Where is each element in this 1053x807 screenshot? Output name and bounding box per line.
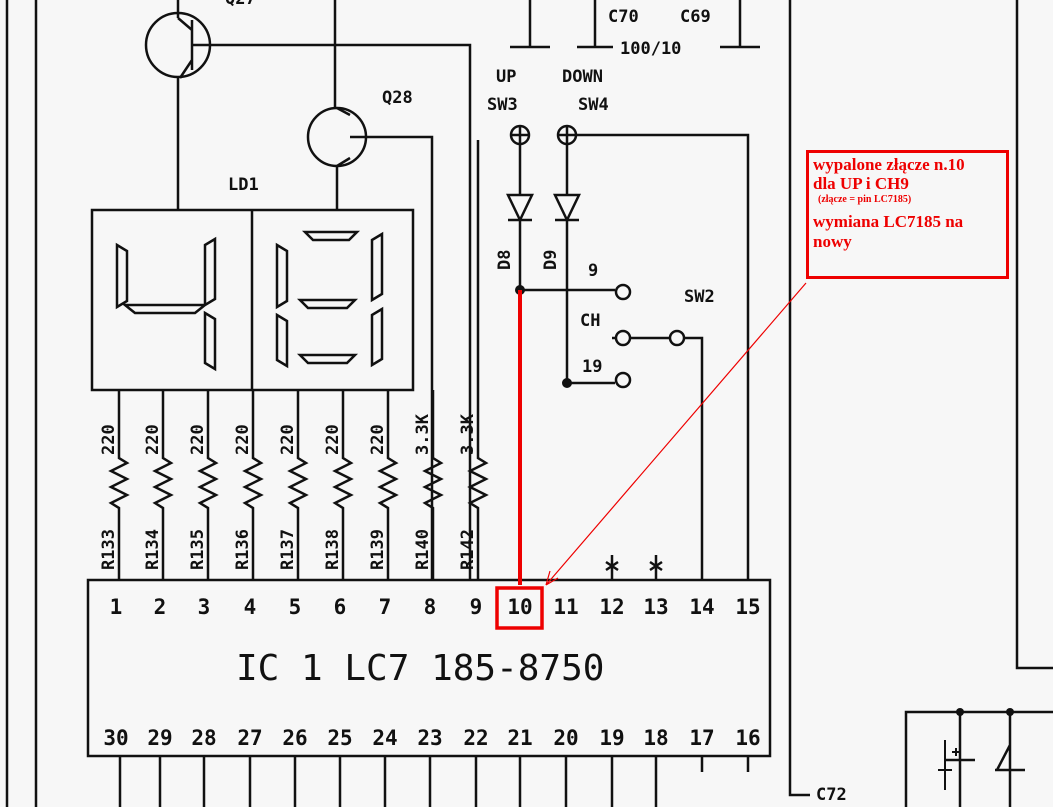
resistor-value: 220 <box>143 424 163 455</box>
resistor: 3.3K R140 <box>413 390 444 580</box>
sw4-label: SW4 <box>578 95 609 115</box>
ic-pin-label: 20 <box>553 726 578 750</box>
pin10-highlight-box <box>495 586 544 630</box>
ch9-label: 9 <box>588 261 598 281</box>
resistor-name: R142 <box>458 529 478 570</box>
resistor-name: R136 <box>233 529 253 570</box>
ic-pin-label: 10 <box>507 595 532 619</box>
up-label: UP <box>496 67 516 87</box>
ic-bottom-pins: 30 29 28 27 26 25 24 23 22 21 20 19 18 17 16 <box>103 726 760 750</box>
ic-pin-label: 8 <box>424 595 437 619</box>
resistor-symbol <box>152 390 174 580</box>
resistor-value: 220 <box>323 424 343 455</box>
resistor-value: 3.3K <box>458 413 478 455</box>
resistor-value: 220 <box>233 424 253 455</box>
resistor-array: 220R133220R134220R135220R136220R137220R1… <box>99 140 489 580</box>
sw2-label: SW2 <box>684 287 715 307</box>
q27-label: Q27 <box>225 0 256 9</box>
annotation-line-1: wypalone złącze n.10 <box>813 155 965 174</box>
resistor-value: 220 <box>99 424 119 455</box>
resistor-symbol <box>422 390 444 580</box>
ic-pin-label: 28 <box>191 726 216 750</box>
ic-pin-label: 26 <box>282 726 307 750</box>
resistor-symbol <box>108 390 130 580</box>
sw3-label: SW3 <box>487 95 518 115</box>
ic-pin-label: 23 <box>417 726 442 750</box>
ic-pin-label: 3 <box>198 595 211 619</box>
cap-value-label: 100/10 <box>620 39 681 59</box>
ic-pin-label: 22 <box>463 726 488 750</box>
d8-label: D8 <box>495 250 515 270</box>
wires <box>5 0 1053 807</box>
ic-pin-label: 12 <box>599 595 624 619</box>
annotation-line-4: wymiana LC7185 na <box>813 212 964 231</box>
ic-pin-label: 6 <box>334 595 347 619</box>
ld1-label: LD1 <box>228 175 259 195</box>
d9-label: D9 <box>541 250 561 270</box>
resistor-name: R133 <box>99 529 119 570</box>
resistor-value: 220 <box>278 424 298 455</box>
ic-pin-label: 30 <box>103 726 128 750</box>
annotation-box: wypalone złącze n.10 dla UP i CH9 (złącz… <box>806 150 1009 279</box>
resistor-name: R140 <box>413 529 433 570</box>
q28-label: Q28 <box>382 88 413 108</box>
ch19-label: 19 <box>582 357 602 377</box>
ic-pin-label: 9 <box>470 595 483 619</box>
ic-pin-label: 15 <box>735 595 760 619</box>
resistor-symbol <box>287 390 309 580</box>
c69-label: C69 <box>680 7 711 27</box>
ic-pin-label: 11 <box>553 595 578 619</box>
resistor-value: 220 <box>188 424 208 455</box>
ic-pin-label: 18 <box>643 726 668 750</box>
down-label: DOWN <box>562 67 603 87</box>
resistor-value: 220 <box>368 424 388 455</box>
resistor-symbol <box>242 390 264 580</box>
ic-pin-label: 19 <box>599 726 624 750</box>
c70-label: C70 <box>608 7 639 27</box>
annotation-line-2: dla UP i CH9 <box>813 174 909 193</box>
ic-pin-label: 27 <box>237 726 262 750</box>
ic-pin-label: 24 <box>372 726 397 750</box>
annotation-arrow <box>545 282 807 586</box>
resistor-symbol <box>332 390 354 580</box>
ic-pin-label: 14 <box>689 595 714 619</box>
ic-pin-label: 16 <box>735 726 760 750</box>
resistor-symbol <box>467 140 489 580</box>
ch-label: CH <box>580 311 600 331</box>
resistor-symbol <box>377 390 399 580</box>
resistor: 3.3K R142 <box>458 140 489 580</box>
resistor-name: R135 <box>188 529 208 570</box>
resistor-symbol <box>197 390 219 580</box>
zener-diode-icon <box>938 740 960 790</box>
ic-pin-label: 2 <box>154 595 167 619</box>
annotation-line-5: nowy <box>813 232 852 251</box>
ic-pin-label: 25 <box>327 726 352 750</box>
resistor-name: R134 <box>143 529 163 570</box>
resistor-name: R139 <box>368 529 388 570</box>
ic-pin-label: 17 <box>689 726 714 750</box>
resistor-name: R138 <box>323 529 343 570</box>
ic-pin-label: 1 <box>110 595 123 619</box>
ic-pin-label: 5 <box>289 595 302 619</box>
c72-label: C72 <box>816 785 847 805</box>
ic-label: IC 1 LC7 185-8750 <box>236 648 604 689</box>
resistor-name: R137 <box>278 529 298 570</box>
resistor-value: 3.3K <box>413 413 433 455</box>
ic-pin-label: 13 <box>643 595 668 619</box>
ic-pin-label: 4 <box>244 595 257 619</box>
ic-pin-label: 21 <box>507 726 532 750</box>
ic-pin-label: 29 <box>147 726 172 750</box>
ic-pin-label: 7 <box>379 595 392 619</box>
annotation-line-3: (złącze = pin LC7185) <box>818 194 912 205</box>
